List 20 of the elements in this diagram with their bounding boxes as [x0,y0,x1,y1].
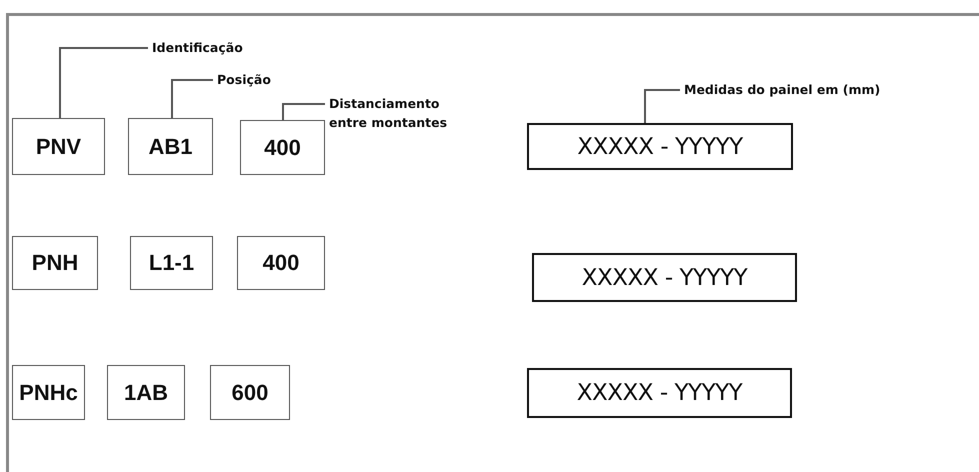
callout-label: Identificação [152,38,243,56]
code-box: PNHc [12,365,85,420]
panel-size-box: XXXXX - YYYYY [527,123,793,170]
code-box: PNV [12,118,105,175]
code-box: AB1 [128,118,213,175]
code-box: 600 [210,365,290,420]
callout-label: Distanciamento entre montantes [329,95,448,132]
callout-label: Posição [217,70,271,88]
code-box: L1-1 [130,236,213,290]
code-box: 1AB [107,365,185,420]
code-box: 400 [240,120,325,175]
code-box: PNH [12,236,98,290]
code-box: 400 [237,236,325,290]
leader-line [171,79,213,118]
panel-size-box: XXXXX - YYYYY [527,368,792,418]
callout-label: Medidas do painel em (mm) [684,80,880,98]
leader-line [282,103,325,120]
leader-line [59,47,148,118]
leader-line [644,89,680,123]
panel-size-box: XXXXX - YYYYY [532,253,797,302]
